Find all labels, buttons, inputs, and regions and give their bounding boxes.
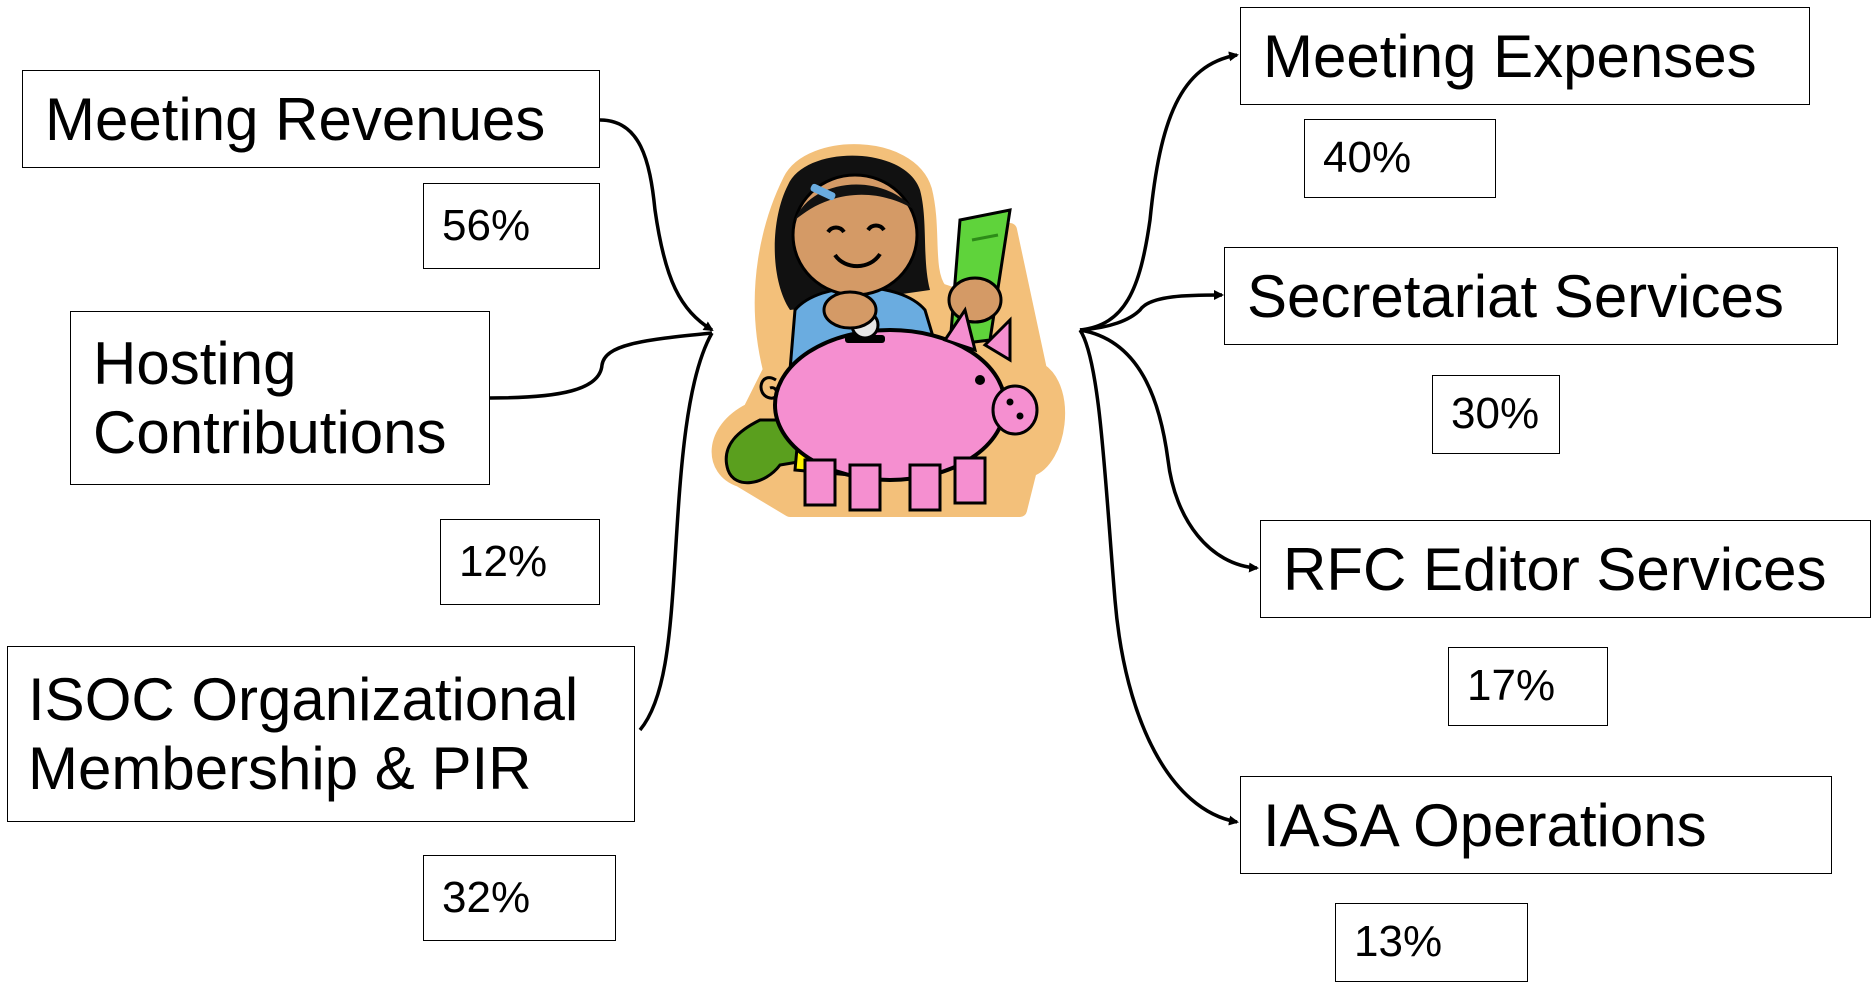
expense-meeting-expenses: Meeting Expenses — [1240, 7, 1810, 105]
arrow-rfc-editor-services — [1079, 328, 1259, 573]
expense-secretariat-services-percent: 30% — [1432, 375, 1560, 454]
revenue-meeting-revenues-percent: 56% — [423, 183, 600, 269]
expense-meeting-expenses-percent: 40% — [1304, 119, 1496, 198]
arrow-hosting-contributions — [489, 331, 713, 400]
expense-iasa-operations: IASA Operations — [1240, 776, 1832, 874]
expense-secretariat-services: Secretariat Services — [1224, 247, 1838, 345]
expense-rfc-editor-services: RFC Editor Services — [1260, 520, 1871, 618]
girl-with-piggy-bank-icon — [711, 144, 1066, 517]
arrow-meeting-expenses — [1079, 51, 1239, 332]
revenue-isoc-membership-pir: ISOC Organizational Membership & PIR — [7, 646, 635, 822]
arrow-meeting-revenues — [599, 118, 714, 332]
revenue-meeting-revenues: Meeting Revenues — [22, 70, 600, 168]
revenue-hosting-contributions-percent: 12% — [440, 519, 600, 605]
revenue-hosting-contributions: Hosting Contributions — [70, 311, 490, 485]
revenue-isoc-membership-pir-percent: 32% — [423, 855, 616, 941]
arrow-iasa-operations — [1078, 329, 1239, 826]
arrow-secretariat-services — [1079, 290, 1224, 332]
expense-rfc-editor-services-percent: 17% — [1448, 647, 1608, 726]
arrow-isoc-membership — [638, 332, 714, 732]
expense-iasa-operations-percent: 13% — [1335, 903, 1528, 982]
